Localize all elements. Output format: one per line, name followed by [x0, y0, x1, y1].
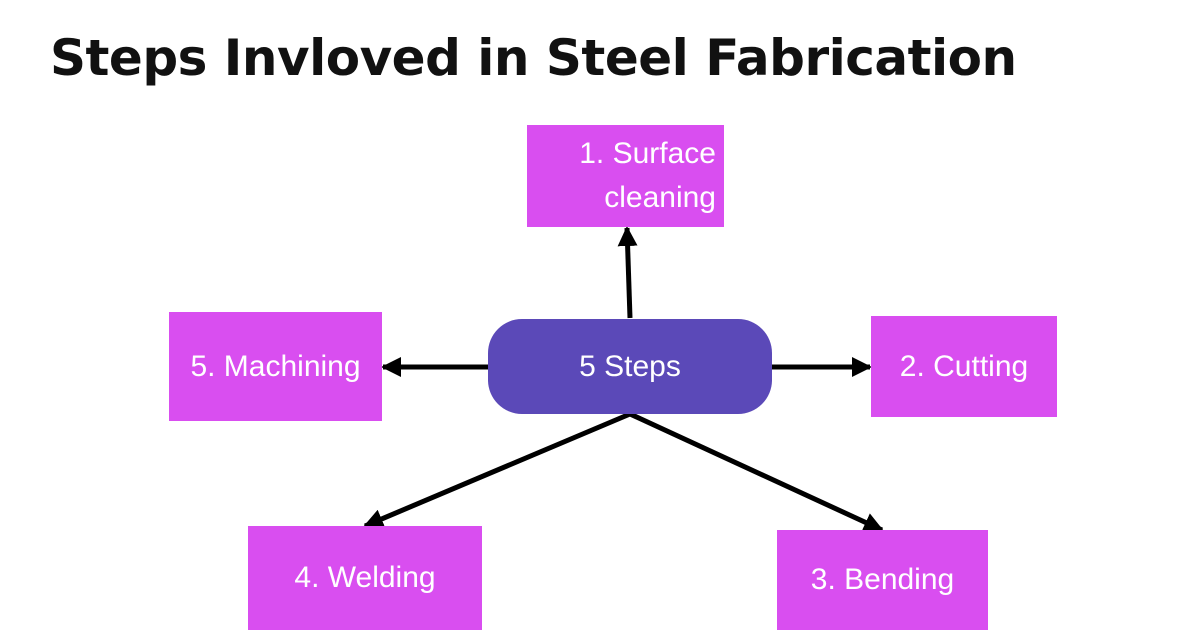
step-label-surface-cleaning: 1. Surface cleaning — [579, 137, 716, 214]
hub-node-five-steps: 5 Steps — [488, 319, 772, 414]
diagram-title: Steps Invloved in Steel Fabrication — [50, 29, 1017, 87]
step-label-cutting: 2. Cutting — [899, 349, 1029, 383]
step-box-surface-cleaning: 1. Surface cleaning — [527, 125, 724, 227]
step-box-welding: 4. Welding — [248, 526, 482, 630]
step-box-machining: 5. Machining — [169, 312, 382, 421]
arrow-to-surface-cleaning — [617, 226, 638, 319]
arrow-to-bending — [628, 411, 884, 533]
step-box-cutting: 2. Cutting — [871, 316, 1057, 417]
step-label-welding: 4. Welding — [294, 561, 436, 594]
step-label-machining: 5. Machining — [190, 349, 361, 383]
hub-label: 5 Steps — [579, 349, 681, 383]
arrow-to-welding — [363, 411, 631, 529]
step-box-bending: 3. Bending — [777, 530, 988, 630]
step-label-bending: 3. Bending — [810, 563, 955, 596]
